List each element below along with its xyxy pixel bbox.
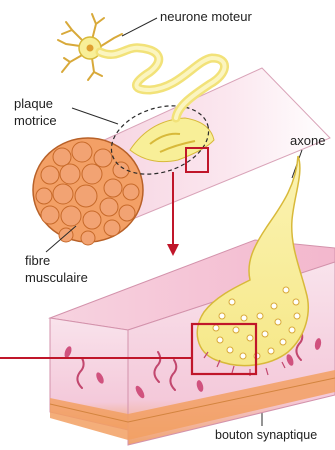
leader-neurone	[122, 18, 157, 36]
label-synaptic-button: bouton synaptique	[215, 427, 317, 444]
leader-plaque	[72, 108, 118, 124]
label-axon: axone	[290, 132, 325, 149]
label-muscle-fiber-line1: fibre	[25, 252, 88, 269]
label-muscle-fiber: fibre musculaire	[25, 252, 88, 286]
label-motor-endplate-line2: motrice	[14, 112, 57, 129]
neuron-nucleus	[87, 45, 94, 52]
label-motor-neuron: neurone moteur	[160, 8, 252, 25]
label-motor-endplate: plaque motrice	[14, 95, 57, 129]
label-muscle-fiber-line2: musculaire	[25, 269, 88, 286]
label-motor-endplate-line1: plaque	[14, 95, 57, 112]
